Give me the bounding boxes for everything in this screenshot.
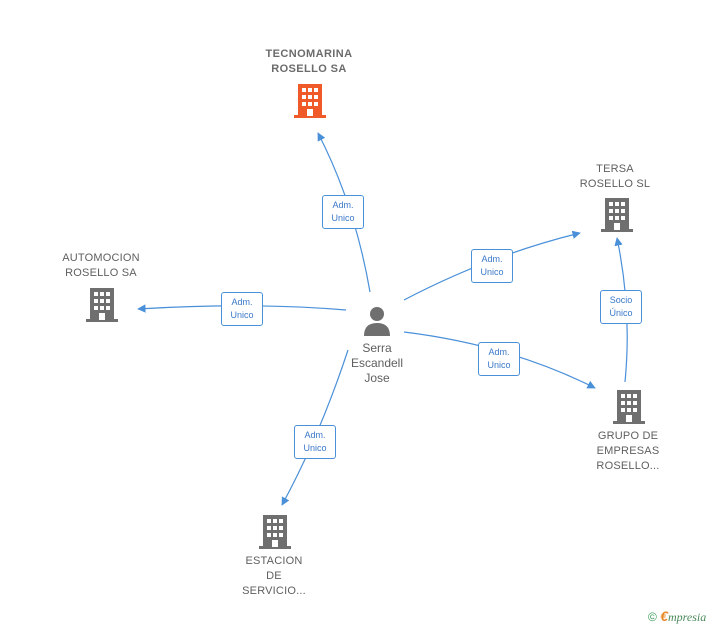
- relation-text: Unico: [480, 267, 504, 277]
- company-name-line: AUTOMOCION: [62, 252, 140, 264]
- company-label-grupo[interactable]: GRUPO DE EMPRESAS ROSELLO...: [576, 429, 680, 474]
- relation-badge-tersa[interactable]: Adm. Unico: [471, 249, 513, 283]
- relation-text: Adm.: [231, 297, 253, 307]
- company-label-automocion[interactable]: AUTOMOCION ROSELLO SA: [44, 251, 158, 281]
- person-name-line: Escandell: [350, 356, 404, 370]
- building-icon[interactable]: [294, 84, 326, 118]
- company-name-line: ROSELLO SA: [65, 267, 137, 279]
- company-name-line: TERSA: [596, 163, 634, 175]
- relation-badge-tecnomarina[interactable]: Adm. Unico: [322, 195, 364, 229]
- relation-text: Unico: [303, 443, 327, 453]
- relation-text: Unico: [230, 310, 254, 320]
- company-name-line: ROSELLO SL: [579, 178, 651, 190]
- relation-badge-estacion[interactable]: Adm. Unico: [294, 425, 336, 459]
- company-name-line: ROSELLO SA: [271, 63, 347, 75]
- relation-text: Adm.: [488, 347, 510, 357]
- company-label-estacion[interactable]: ESTACION DE SERVICIO...: [222, 554, 326, 599]
- relation-text: Socio: [609, 295, 633, 305]
- building-icon[interactable]: [86, 288, 118, 322]
- person-name-line: Jose: [364, 371, 390, 385]
- company-label-tersa[interactable]: TERSA ROSELLO SL: [560, 162, 670, 192]
- relation-text: Unico: [331, 213, 355, 223]
- relation-text: Único: [609, 308, 633, 318]
- relation-text: Adm.: [481, 254, 503, 264]
- person-label[interactable]: Serra Escandell Jose: [330, 341, 424, 386]
- copyright-symbol: ©: [648, 610, 657, 624]
- relation-text: Adm.: [332, 200, 354, 210]
- brand-name: mpresia: [667, 610, 707, 624]
- company-name-line: EMPRESAS: [596, 445, 660, 457]
- person-icon[interactable]: [362, 306, 392, 336]
- footer-brand: © €mpresia: [648, 608, 706, 625]
- relation-badge-grupo-tersa[interactable]: Socio Único: [600, 290, 642, 324]
- relation-text: Unico: [487, 360, 511, 370]
- brand-initial: €: [660, 608, 668, 624]
- company-name-line: GRUPO DE: [597, 430, 659, 442]
- building-icon[interactable]: [601, 198, 633, 232]
- company-name-line: ESTACION: [245, 555, 303, 567]
- building-icon[interactable]: [613, 390, 645, 424]
- company-name-line: SERVICIO...: [242, 585, 306, 597]
- building-icon[interactable]: [259, 515, 291, 549]
- company-name-line: ROSELLO...: [596, 460, 660, 472]
- person-name-line: Serra: [362, 341, 392, 355]
- company-name-line: TECNOMARINA: [265, 48, 353, 60]
- company-name-line: DE: [266, 570, 282, 582]
- relation-badge-automocion[interactable]: Adm. Unico: [221, 292, 263, 326]
- company-label-tecnomarina[interactable]: TECNOMARINA ROSELLO SA: [244, 47, 374, 77]
- relation-badge-grupo[interactable]: Adm. Unico: [478, 342, 520, 376]
- relation-text: Adm.: [304, 430, 326, 440]
